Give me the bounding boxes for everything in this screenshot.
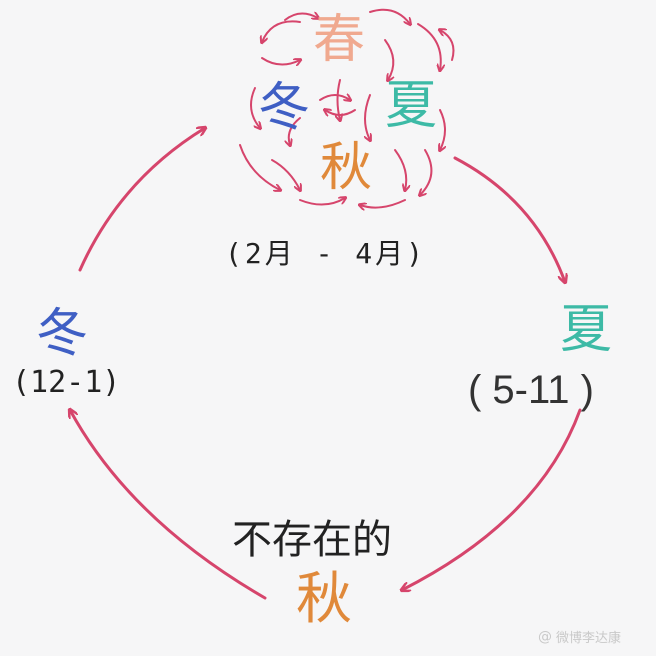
arrow-autumn-to-winter: [70, 410, 267, 600]
watermark-text: 微博李达康: [556, 631, 622, 646]
spring-range-label: (2月 - 4月): [225, 237, 427, 270]
arrow-summer-to-autumn: [402, 408, 582, 590]
chaotic-arrows-cluster: [239, 8, 455, 208]
summer-range-label: ( 5-11 ): [468, 368, 594, 412]
summer-label: 夏: [560, 300, 613, 360]
winter-center-label: 冬: [258, 78, 311, 138]
winter-label: 冬: [36, 304, 89, 364]
autumn-nonexistent-label: 不存在的: [232, 517, 392, 563]
arrow-winter-to-spring: [78, 128, 205, 272]
autumn-center-label: 秋: [320, 138, 373, 198]
winter-range-label: (12-1): [12, 365, 121, 400]
summer-center-label: 夏: [385, 76, 438, 136]
weibo-at-icon: @: [538, 629, 552, 645]
spring-center-label: 春: [313, 10, 366, 70]
autumn-label: 秋: [296, 567, 352, 632]
arrow-spring-to-summer: [453, 156, 565, 282]
